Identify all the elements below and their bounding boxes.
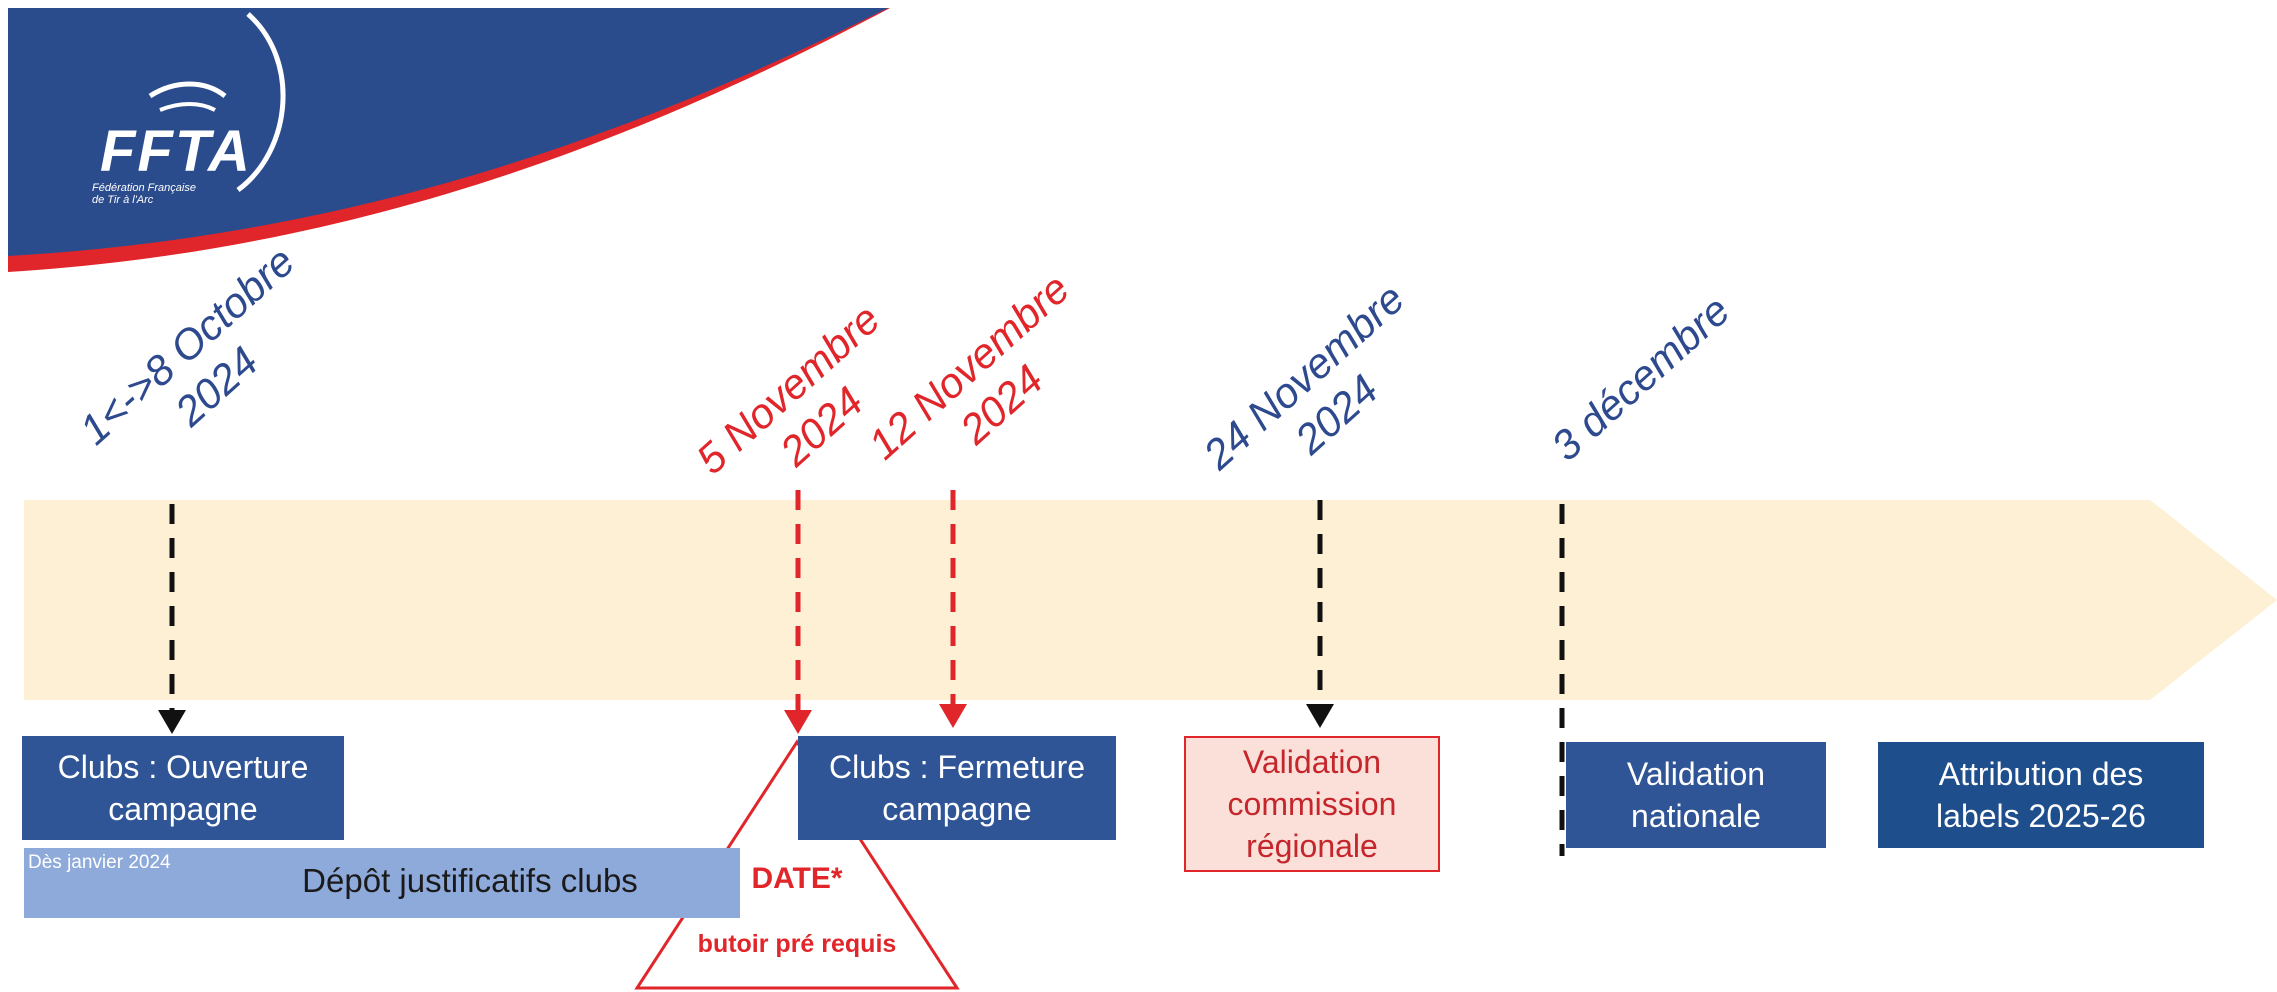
deadline-subtitle: butoir pré requis: [697, 930, 897, 958]
national-validation-line2: nationale: [1631, 798, 1761, 834]
national-validation-line1: Validation: [1626, 756, 1766, 792]
milestone-arrowhead-1: [158, 710, 186, 734]
milestone-arrowhead-3: [939, 704, 967, 728]
regional-validation-line1: Validation: [1242, 744, 1382, 780]
clubs-opening-box: Clubs : Ouverture campagne: [22, 736, 344, 840]
national-validation-box: Validation nationale: [1566, 742, 1826, 848]
labels-attribution-line2: labels 2025-26: [1936, 798, 2146, 834]
milestone-arrowhead-4: [1306, 704, 1334, 728]
regional-validation-box: Validation commission régionale: [1184, 736, 1440, 872]
clubs-closing-box: Clubs : Fermeture campagne: [798, 736, 1116, 840]
clubs-opening-line2: campagne: [108, 791, 258, 827]
labels-attribution-line1: Attribution des: [1938, 756, 2144, 792]
milestone-arrowhead-2: [784, 710, 812, 734]
clubs-opening-line1: Clubs : Ouverture: [57, 749, 309, 785]
header-blue-shape: [8, 8, 888, 256]
labels-attribution-box: Attribution des labels 2025-26: [1878, 742, 2204, 848]
clubs-closing-line2: campagne: [882, 791, 1032, 827]
logo-bow-arc: [236, 12, 286, 193]
deadline-title: DATE*: [751, 862, 843, 895]
deposit-since-label: Dès janvier 2024: [28, 852, 171, 873]
regional-validation-line2: commission: [1227, 786, 1397, 822]
logo-subtitle: Fédération Française de Tir à l'Arc: [92, 182, 196, 206]
deposit-bar: [24, 848, 740, 918]
logo-arrow: [148, 81, 227, 99]
logo-wordmark: FFTA: [100, 119, 252, 184]
logo-arrow-2: [159, 102, 216, 112]
timeline-band: [24, 500, 2277, 700]
clubs-closing-line1: Clubs : Fermeture: [828, 749, 1086, 785]
regional-validation-line3: régionale: [1246, 828, 1378, 864]
deposit-label: Dépôt justificatifs clubs: [302, 862, 638, 899]
